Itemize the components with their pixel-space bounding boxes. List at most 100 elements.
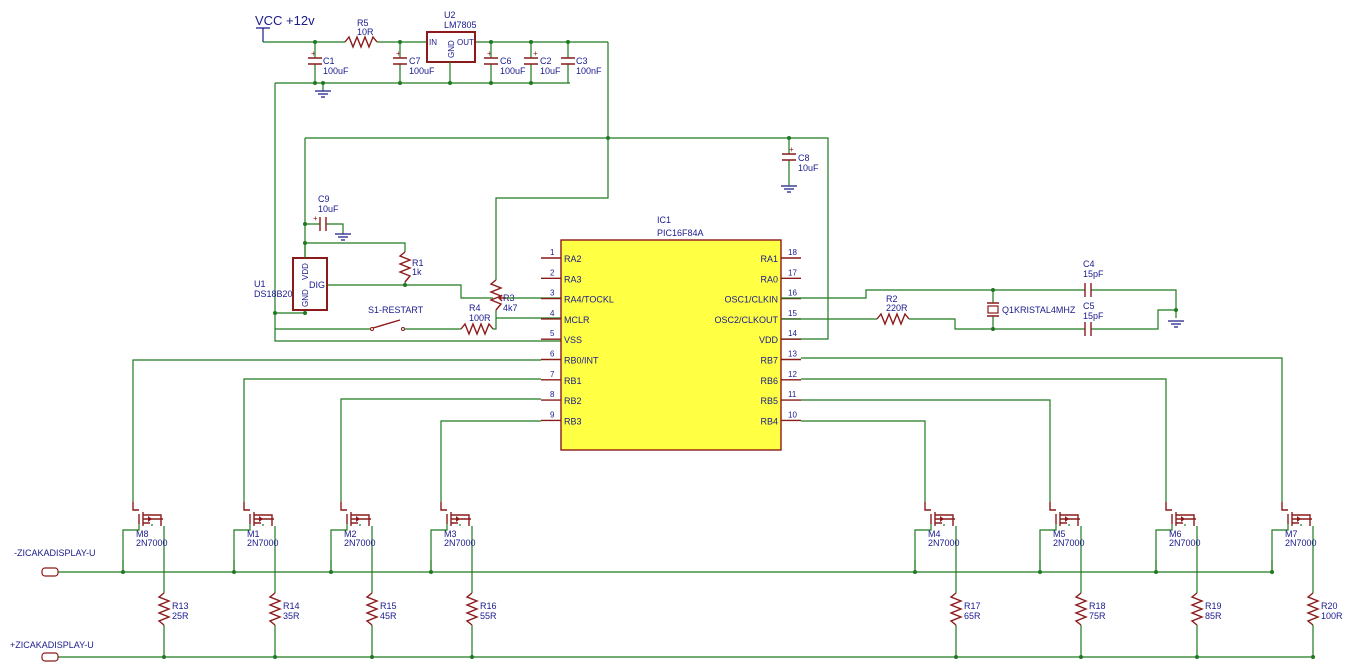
mosfet-icon [924, 502, 955, 526]
c8-name: C8 [798, 153, 810, 163]
ic1-body [560, 239, 782, 451]
ic-pin-name: OSC2/CLKOUT [714, 315, 778, 325]
ic-pin-name: RA0 [760, 274, 778, 284]
mosfet-value: 2N7000 [1169, 538, 1201, 548]
junction-dot [429, 570, 433, 574]
svg-text:+: + [311, 49, 316, 58]
connector-plus[interactable] [41, 652, 59, 662]
ic-pin-name: MCLR [564, 315, 590, 325]
c3-name: C3 [576, 56, 588, 66]
resistor-value: 55R [480, 611, 497, 621]
capacitor-c3 [561, 42, 575, 83]
switch-s1 [370, 319, 405, 331]
junction-dot [1154, 570, 1158, 574]
mosfet-name: M7 [1285, 529, 1298, 539]
u1-pin-vdd: VDD [301, 263, 310, 280]
ic-pin-number: 3 [550, 289, 555, 298]
oscillator: R2 220R C4 15pF C5 15pF Q1KRISTAL4MHZ [781, 259, 1184, 336]
resistor-r2 [876, 312, 910, 326]
mosfet-value: 2N7000 [136, 538, 168, 548]
gate-wire [440, 420, 541, 502]
gate-wire [801, 378, 1167, 502]
junction-dot [329, 570, 333, 574]
mosfet-arrow-icon [1297, 516, 1301, 522]
junction-dot [121, 570, 125, 574]
ic-pin-name: VDD [759, 335, 779, 345]
mosfet-icon [1165, 502, 1196, 526]
ground-symbol [315, 83, 331, 98]
ic-pin-number: 7 [550, 370, 555, 379]
resistor-name: R20 [1321, 601, 1338, 611]
source-wire [122, 524, 140, 572]
ic-pin-name: RA1 [760, 254, 778, 264]
svg-text:+: + [533, 49, 538, 58]
junction-dot [273, 655, 277, 659]
c1-name: C1 [323, 56, 335, 66]
junction-dot [232, 570, 236, 574]
resistor-r5 [344, 35, 378, 49]
load-resistor-icon [1306, 592, 1320, 626]
svg-text:+: + [487, 49, 492, 58]
mosfet-arrow-icon [259, 516, 263, 522]
u1-value: DS18B20 [254, 289, 293, 299]
ic1-name: IC1 [657, 215, 671, 225]
junction-dot [1038, 570, 1042, 574]
c7-name: C7 [409, 56, 421, 66]
ic-pin-number: 10 [788, 410, 797, 419]
load-resistor-icon [949, 592, 963, 626]
ic-pin-number: 1 [550, 248, 555, 257]
resistor-value: 65R [964, 611, 981, 621]
svg-text:+: + [396, 49, 401, 58]
ic-pin-name: RB2 [564, 396, 582, 406]
c6-name: C6 [500, 56, 512, 66]
mosfet-name: M5 [1053, 529, 1066, 539]
c4-value: 15pF [1083, 269, 1104, 279]
ic-pin-number: 13 [788, 350, 797, 359]
mosfet-icon [340, 502, 371, 526]
resistor-value: 100R [1321, 611, 1343, 621]
c4-name: C4 [1083, 259, 1095, 269]
source-wire [1271, 524, 1289, 572]
load-resistor-icon [365, 592, 379, 626]
u2-pin-in: IN [429, 38, 437, 47]
ic-pin-number: 11 [788, 390, 797, 399]
ic-pin-number: 16 [788, 289, 797, 298]
ic-pin-name: RB1 [564, 376, 582, 386]
ic-pin-name: RB7 [760, 356, 778, 366]
source-wire [330, 524, 348, 572]
mosfet-value: 2N7000 [928, 538, 960, 548]
u1-pin-dig: DIG [309, 280, 325, 290]
r4-name: R4 [469, 303, 481, 313]
crystal-q1 [987, 290, 999, 329]
load-resistor-icon [465, 592, 479, 626]
source-wire [1039, 524, 1057, 572]
junction-dot [913, 570, 917, 574]
junction-dot [1311, 655, 1315, 659]
resistor-name: R17 [964, 601, 981, 611]
svg-text:+: + [313, 214, 318, 223]
c2-value: 10uF [540, 66, 561, 76]
gate-wire [132, 359, 541, 502]
ic-pin-number: 8 [550, 390, 555, 399]
resistor-name: R15 [380, 601, 397, 611]
ic-pin-name: RB4 [760, 416, 778, 426]
connector-minus[interactable] [41, 567, 59, 577]
c1-value: 100uF [323, 66, 349, 76]
mosfet-value: 2N7000 [344, 538, 376, 548]
mosfet-arrow-icon [1181, 516, 1185, 522]
junction-dot [1079, 655, 1083, 659]
c6-value: 100uF [500, 66, 526, 76]
c5-value: 15pF [1083, 311, 1104, 321]
gate-wire [340, 398, 541, 502]
mosfet-name: M8 [136, 529, 149, 539]
r5-name: R5 [357, 18, 369, 28]
mosfet-name: M4 [928, 529, 941, 539]
ic1-value: PIC16F84A [657, 228, 704, 238]
mosfet-name: M3 [444, 529, 457, 539]
resistor-name: R19 [1205, 601, 1222, 611]
